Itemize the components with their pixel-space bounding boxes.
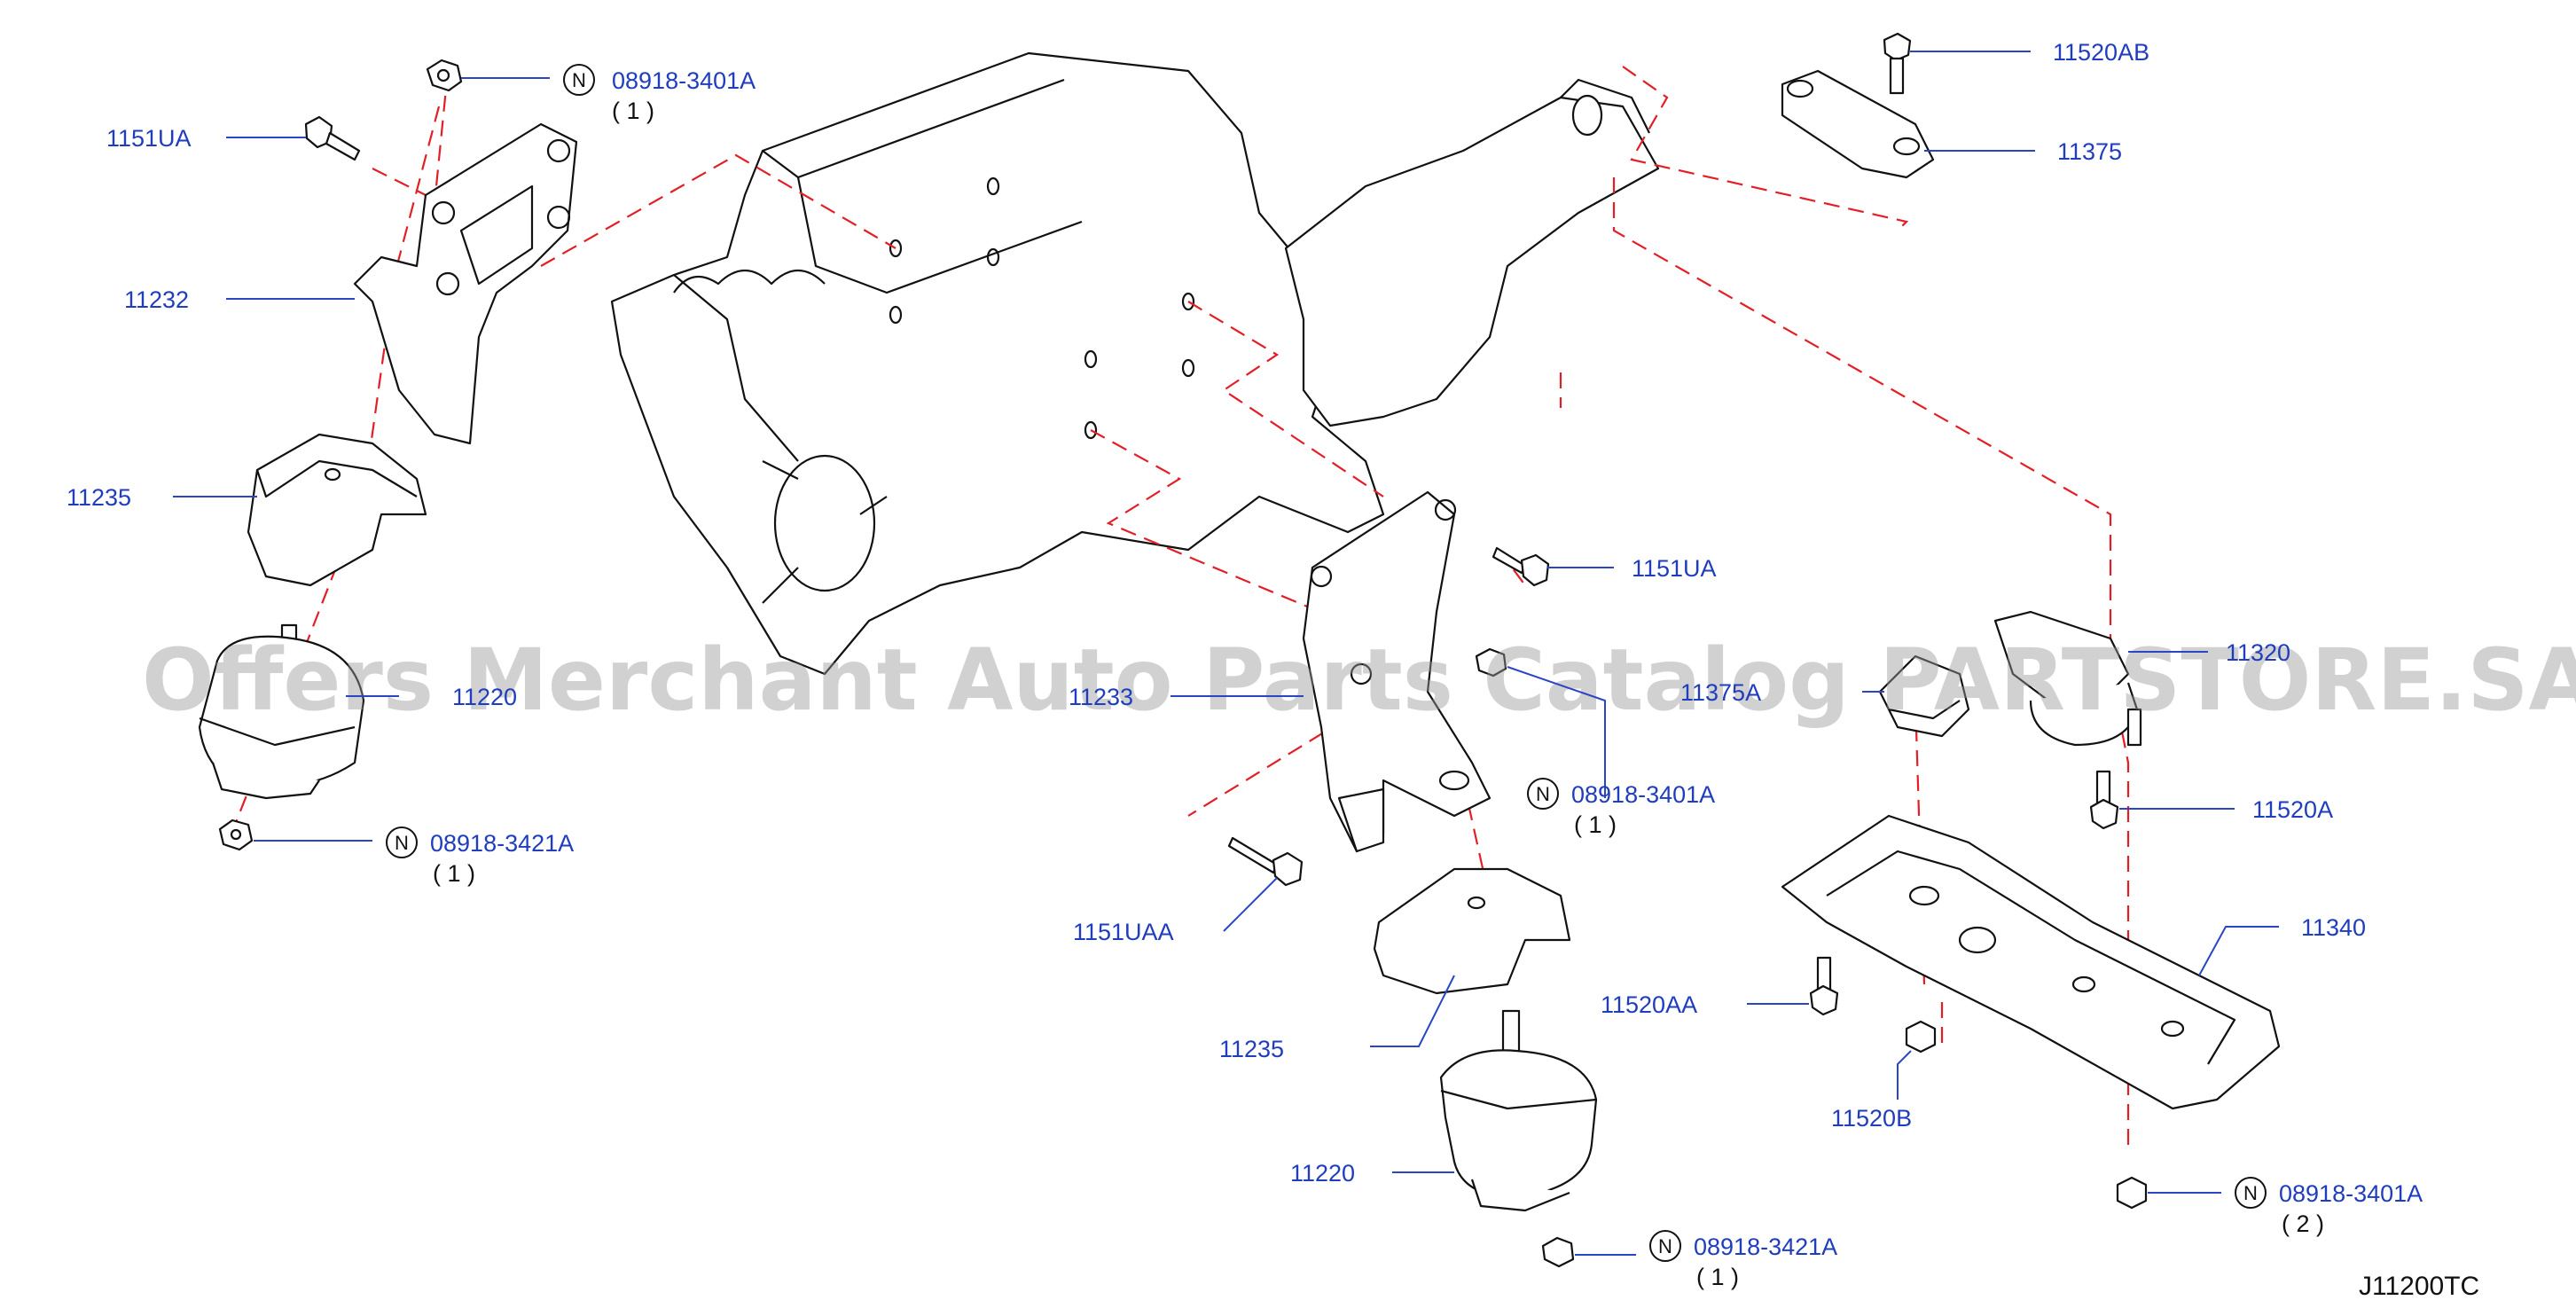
label-center-nut-qty: ( 1 ) xyxy=(1574,811,1617,838)
label-center-bolt-upper: 1151UA xyxy=(1632,555,1717,582)
right-bolt-a xyxy=(2089,770,2119,830)
n-marker-right: N xyxy=(2235,1177,2267,1209)
left-engine-bracket xyxy=(353,122,578,445)
n-marker-top-left: N xyxy=(563,64,595,96)
label-left-bottom-nut-qty: ( 1 ) xyxy=(433,860,475,887)
label-right-member: 11340 xyxy=(2301,914,2366,941)
n-marker-center-bottom: N xyxy=(1649,1230,1681,1262)
label-center-mount: 11220 xyxy=(1290,1160,1355,1187)
svg-text:N: N xyxy=(572,69,586,91)
label-right-mount: 11320 xyxy=(2226,639,2290,666)
top-right-stopper xyxy=(1781,69,1935,179)
label-center-bolt-lower: 1151UAA xyxy=(1073,919,1174,945)
label-right-nut-qty: ( 2 ) xyxy=(2282,1210,2324,1237)
diagram-code: J11200TC xyxy=(2359,1272,2479,1301)
label-right-stopper-a: 11375A xyxy=(1680,679,1761,706)
watermark-text: Offers Merchant Auto Parts Catalog PARTS… xyxy=(142,631,2576,730)
label-top-right-stopper: 11375 xyxy=(2057,138,2122,165)
label-center-bottom-nut-qty: ( 1 ) xyxy=(1696,1264,1739,1290)
part-labels: 08918-3401A ( 1 ) 1151UA 11232 11235 112… xyxy=(67,39,2423,1290)
center-bottom-nut xyxy=(1541,1236,1575,1268)
label-center-bottom-nut-code: 08918-3421A xyxy=(1694,1234,1837,1260)
left-engine-mount xyxy=(198,623,365,800)
n-marker-left-bottom: N xyxy=(386,826,418,858)
label-right-bolt-a: 11520A xyxy=(2252,796,2333,823)
n-marker-center: N xyxy=(1527,778,1559,810)
svg-text:N: N xyxy=(2243,1182,2258,1204)
svg-text:N: N xyxy=(1658,1235,1672,1257)
label-left-bracket: 11232 xyxy=(124,286,189,313)
svg-text:N: N xyxy=(395,832,409,854)
top-left-nut xyxy=(426,59,463,92)
label-top-left-nut-code: 08918-3401A xyxy=(612,67,756,94)
right-crossmember xyxy=(1781,814,2281,1110)
label-right-bolt-aa: 11520AA xyxy=(1601,991,1697,1018)
label-center-nut-code: 08918-3401A xyxy=(1571,781,1715,808)
center-bolt-upper xyxy=(1492,546,1550,587)
right-bottom-nut xyxy=(2116,1176,2148,1210)
left-insulator xyxy=(247,433,427,587)
right-bolt-aa xyxy=(1809,956,1839,1016)
center-engine-mount xyxy=(1439,1009,1598,1212)
svg-text:N: N xyxy=(1536,783,1550,805)
label-left-mount: 11220 xyxy=(452,684,517,710)
leader-lines xyxy=(173,51,2279,1256)
right-transmission-mount xyxy=(1993,610,2142,747)
label-right-nut-code: 08918-3401A xyxy=(2279,1180,2423,1207)
center-engine-bracket xyxy=(1302,490,1492,853)
label-top-right-bolt: 11520AB xyxy=(2053,39,2149,66)
left-bottom-nut xyxy=(218,819,254,851)
engine-assembly-drawing xyxy=(610,51,1660,676)
left-bolt xyxy=(304,115,361,161)
label-right-nut-b: 11520B xyxy=(1831,1105,1912,1132)
right-nut-b xyxy=(1905,1020,1937,1054)
label-left-bolt: 1151UA xyxy=(106,125,192,152)
center-nut xyxy=(1475,647,1507,678)
label-left-insulator: 11235 xyxy=(67,484,131,511)
center-bolt-lower xyxy=(1227,836,1304,887)
label-top-left-nut-qty: ( 1 ) xyxy=(612,98,654,124)
center-insulator xyxy=(1373,867,1571,995)
right-stopper-a xyxy=(1878,654,1970,738)
n-markers: N N N N N xyxy=(386,64,2267,1262)
label-center-bracket: 11233 xyxy=(1069,684,1133,710)
label-left-bottom-nut-code: 08918-3421A xyxy=(430,830,574,857)
label-center-insulator: 11235 xyxy=(1219,1036,1284,1062)
top-right-bolt xyxy=(1883,32,1912,95)
